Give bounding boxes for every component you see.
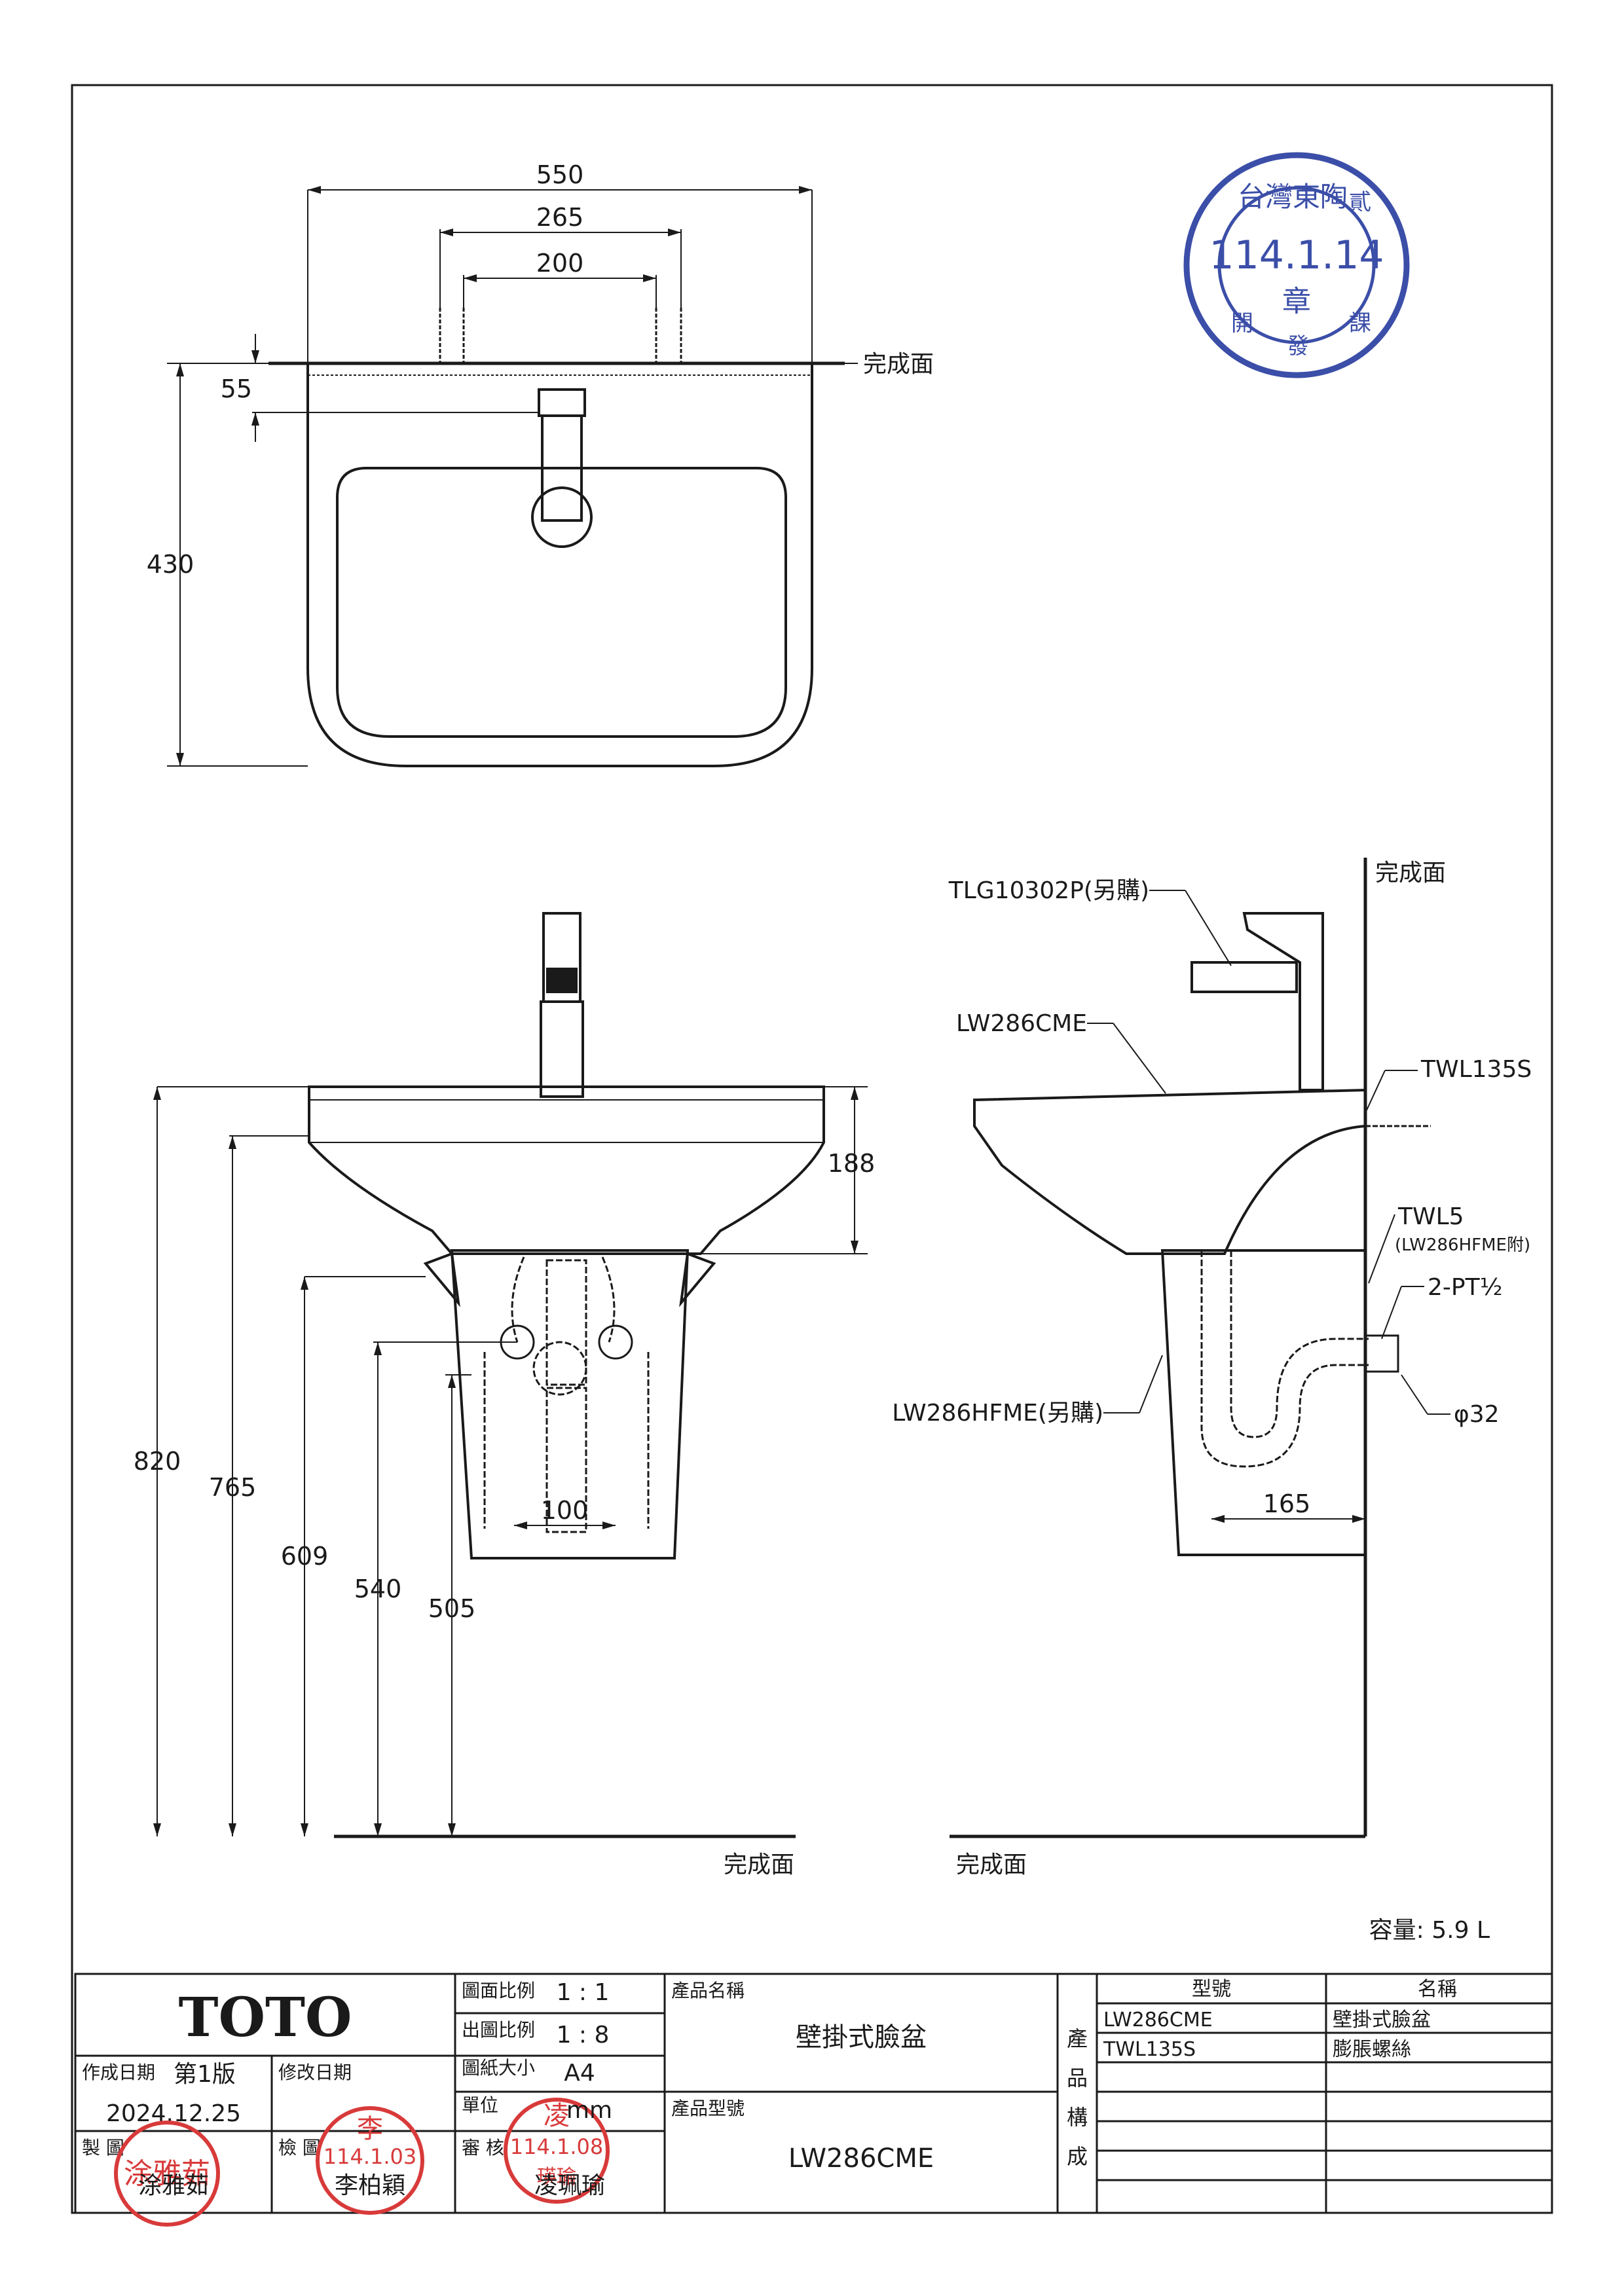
created-label: 作成日期 — [82, 2062, 155, 2083]
revised-label: 修改日期 — [278, 2062, 352, 2083]
finish-surface-label-front: 完成面 — [724, 1851, 794, 1878]
pedestal-front — [450, 1249, 690, 1559]
dim-height-765: 765 — [209, 1473, 257, 1502]
basin-side — [973, 1088, 1367, 1255]
part-name-2: 膨脹螺絲 — [1333, 2038, 1411, 2061]
dim-height-540: 540 — [354, 1575, 402, 1603]
composition-label-2: 品 — [1067, 2066, 1088, 2090]
faucet-spout-top — [541, 414, 583, 522]
product-name: 壁掛式臉盆 — [796, 2022, 927, 2052]
composition-label-3: 構 — [1067, 2105, 1088, 2130]
dim-height-505: 505 — [428, 1594, 476, 1623]
dim-bolt-spacing: 265 — [536, 203, 584, 232]
svg-text:發: 發 — [1287, 333, 1309, 359]
pedestal-side — [1160, 1249, 1367, 1556]
product-model: LW286CME — [788, 2143, 934, 2174]
callout-pedestal: LW286HFME(另購) — [892, 1400, 1103, 1427]
drawing-scale: 1 : 1 — [557, 1979, 610, 2006]
name-column-header: 名稱 — [1418, 1978, 1457, 2001]
svg-text:114.1.03: 114.1.03 — [323, 2144, 417, 2169]
product-model-label: 產品型號 — [671, 2098, 745, 2119]
maker-label: 製 圖 — [82, 2137, 124, 2159]
checker-label: 檢 圖 — [278, 2137, 321, 2159]
svg-text:貳: 貳 — [1349, 189, 1371, 215]
svg-text:涂雅茹: 涂雅茹 — [124, 2157, 210, 2191]
callout-basin: LW286CME — [956, 1010, 1087, 1037]
svg-text:開: 開 — [1231, 310, 1253, 337]
dim-faucet-offset: 55 — [221, 374, 252, 403]
svg-text:114.1.08: 114.1.08 — [510, 2134, 604, 2159]
finish-surface-label-top: 完成面 — [863, 351, 934, 378]
drawing-scale-label: 圖面比例 — [462, 1980, 535, 2001]
product-name-label: 產品名稱 — [671, 1980, 745, 2001]
finish-surface-label-side: 完成面 — [1375, 860, 1446, 886]
paper-size: A4 — [564, 2060, 595, 2086]
dim-basin-height: 188 — [828, 1149, 876, 1178]
dim-height-609: 609 — [281, 1542, 329, 1571]
top-view — [167, 186, 858, 767]
dim-overall-width: 550 — [536, 160, 584, 189]
paper-label: 圖紙大小 — [462, 2057, 535, 2079]
svg-text:李: 李 — [357, 2114, 383, 2144]
title-block — [74, 1973, 1553, 2214]
print-scale: 1 : 8 — [557, 2022, 610, 2049]
svg-text:114.1.14: 114.1.14 — [1209, 232, 1384, 278]
faucet-body-front — [540, 1000, 584, 1098]
composition-label-4: 成 — [1067, 2144, 1088, 2169]
bracket-left — [423, 1252, 460, 1307]
dim-faucet-spacing: 200 — [536, 249, 584, 278]
checker-name: 李柏穎 — [335, 2172, 405, 2199]
dim-total-height: 820 — [134, 1447, 181, 1476]
edition: 第1版 — [174, 2061, 236, 2088]
unit-label: 單位 — [462, 2094, 498, 2116]
maker-stamp: 涂雅茹 — [114, 2121, 220, 2227]
faucet-handle-side — [1190, 961, 1298, 993]
callout-thread: 2-PT½ — [1428, 1274, 1503, 1301]
reviewer-name: 凌珮瑜 — [534, 2172, 605, 2199]
dim-supply-spacing: 100 — [541, 1496, 589, 1525]
dim-trap-offset: 165 — [1263, 1489, 1311, 1518]
bracket-right — [679, 1252, 716, 1307]
callout-anchor: TWL135S — [1420, 1056, 1532, 1083]
faucet-side — [1242, 912, 1324, 1091]
faucet-top-view — [538, 388, 586, 417]
reviewer-stamp: 凌 114.1.08 瑛瑜 — [504, 2098, 610, 2204]
basin-outline-top — [306, 365, 813, 767]
part-model-2: TWL135S — [1103, 2038, 1196, 2061]
callout-pipe-diameter: φ32 — [1454, 1401, 1500, 1428]
approval-stamp: 台灣東陶 貳 114.1.14 章 開 發 課 — [1183, 152, 1410, 378]
checker-stamp: 李 114.1.03 — [316, 2106, 424, 2215]
brand-logo: TOTO — [179, 1986, 352, 2049]
trap-pipe — [1200, 1250, 1369, 1468]
reviewer-label: 審 核 — [462, 2137, 504, 2159]
side-view — [950, 858, 1450, 1838]
part-name-1: 壁掛式臉盆 — [1333, 2009, 1431, 2032]
finish-surface-label-floor: 完成面 — [956, 1851, 1027, 1878]
composition-label-1: 產 — [1067, 2026, 1088, 2051]
callout-faucet: TLG10302P(另購) — [948, 877, 1149, 904]
basin-front — [308, 1085, 825, 1255]
capacity-label: 容量: 5.9 L — [1369, 1917, 1490, 1944]
callout-screw: TWL5 — [1397, 1203, 1464, 1230]
unit: mm — [566, 2097, 612, 2124]
maker-name: 涂雅茹 — [138, 2172, 209, 2199]
part-model-1: LW286CME — [1103, 2009, 1213, 2032]
svg-text:台灣東陶: 台灣東陶 — [1238, 181, 1348, 213]
svg-text:課: 課 — [1349, 310, 1371, 337]
model-column-header: 型號 — [1192, 1978, 1231, 2001]
dim-depth: 430 — [147, 550, 194, 579]
faucet-base-top — [531, 486, 593, 548]
svg-text:凌: 凌 — [544, 2101, 570, 2131]
print-scale-label: 出圖比例 — [462, 2019, 535, 2041]
basin-bowl-top — [336, 467, 787, 738]
front-view — [153, 912, 868, 1838]
svg-text:瑛瑜: 瑛瑜 — [537, 2166, 576, 2189]
callout-screw-note: (LW286HFME附) — [1395, 1235, 1530, 1255]
svg-text:章: 章 — [1282, 285, 1311, 318]
